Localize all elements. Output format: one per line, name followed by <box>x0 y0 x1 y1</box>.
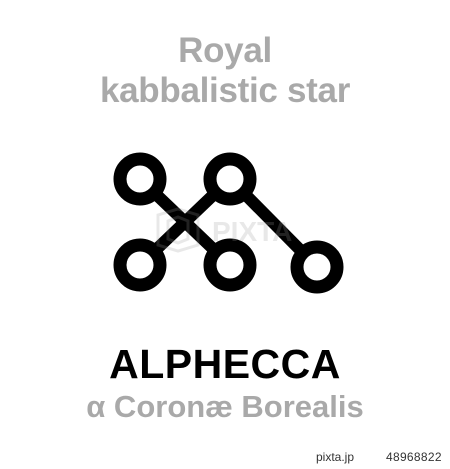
glyph-ring-top-right <box>203 152 257 206</box>
glyph-ring-bottom-middle <box>203 238 257 292</box>
pixta-watermark-icon: PIXTA <box>156 207 292 253</box>
star-name: ALPHECCA <box>109 341 341 387</box>
glyph-ring-bottom-left <box>113 238 167 292</box>
glyph-ring-bottom-right <box>290 240 344 294</box>
stock-footer: pixta.jp 48968822 <box>0 445 450 469</box>
constellation-designation: α Coronæ Borealis <box>86 389 364 424</box>
subtitle-line-2: kabbalistic star <box>99 71 351 110</box>
footer-host[interactable]: pixta.jp <box>316 450 355 464</box>
subtitle-line-1: Royal <box>178 31 272 70</box>
watermark-text: PIXTA <box>212 216 292 247</box>
footer-image-id: 48968822 <box>386 450 442 464</box>
glyph-ring-top-left <box>113 152 167 206</box>
